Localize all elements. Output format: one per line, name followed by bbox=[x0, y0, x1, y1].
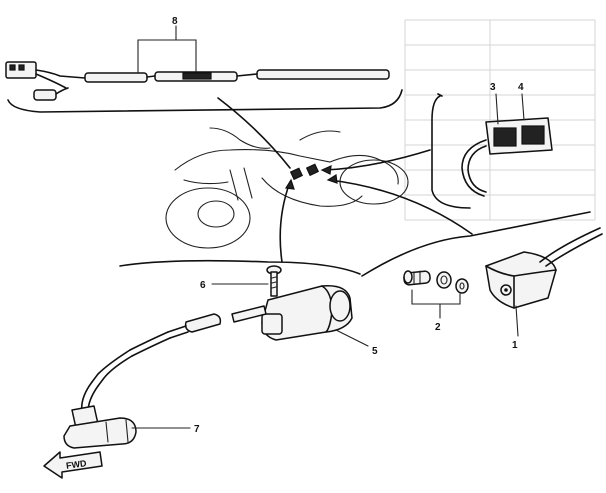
harness-tube-3 bbox=[256, 69, 390, 80]
leader-arrows bbox=[217, 97, 473, 263]
callout-5: 5 bbox=[372, 346, 378, 357]
callout-7: 7 bbox=[194, 424, 200, 435]
forward-direction-arrow: FWD bbox=[43, 451, 103, 479]
front-wheel bbox=[165, 187, 251, 249]
cdi-unit bbox=[485, 227, 603, 337]
mounting-bolt bbox=[211, 265, 282, 297]
cdi-assembly-bracket bbox=[361, 211, 591, 277]
callout-8: 8 bbox=[172, 16, 178, 27]
callout-3: 3 bbox=[490, 82, 496, 93]
fwd-label: FWD bbox=[65, 458, 87, 471]
spark-plug-cap bbox=[63, 405, 191, 449]
cdi-mounting-hardware bbox=[403, 270, 469, 319]
harness-terminal bbox=[33, 89, 57, 101]
high-tension-lead bbox=[80, 305, 267, 413]
callout-6: 6 bbox=[200, 280, 206, 291]
coil-location-mark bbox=[305, 163, 320, 177]
callout-1: 1 bbox=[512, 340, 518, 351]
ignition-coil bbox=[261, 285, 369, 347]
reverse-page-ghost bbox=[404, 19, 596, 221]
coil-assembly-bracket bbox=[119, 259, 361, 275]
motorcycle-outline bbox=[165, 127, 409, 249]
connector-inset-panel bbox=[431, 93, 553, 209]
connector-inset-border bbox=[431, 95, 471, 209]
harness-inset-panel bbox=[5, 25, 403, 113]
callout-4: 4 bbox=[518, 82, 524, 93]
cdi-location-mark bbox=[289, 167, 304, 181]
harness-tube-1 bbox=[84, 72, 148, 83]
callout-2: 2 bbox=[435, 322, 441, 333]
harness-inset-border bbox=[7, 89, 403, 113]
